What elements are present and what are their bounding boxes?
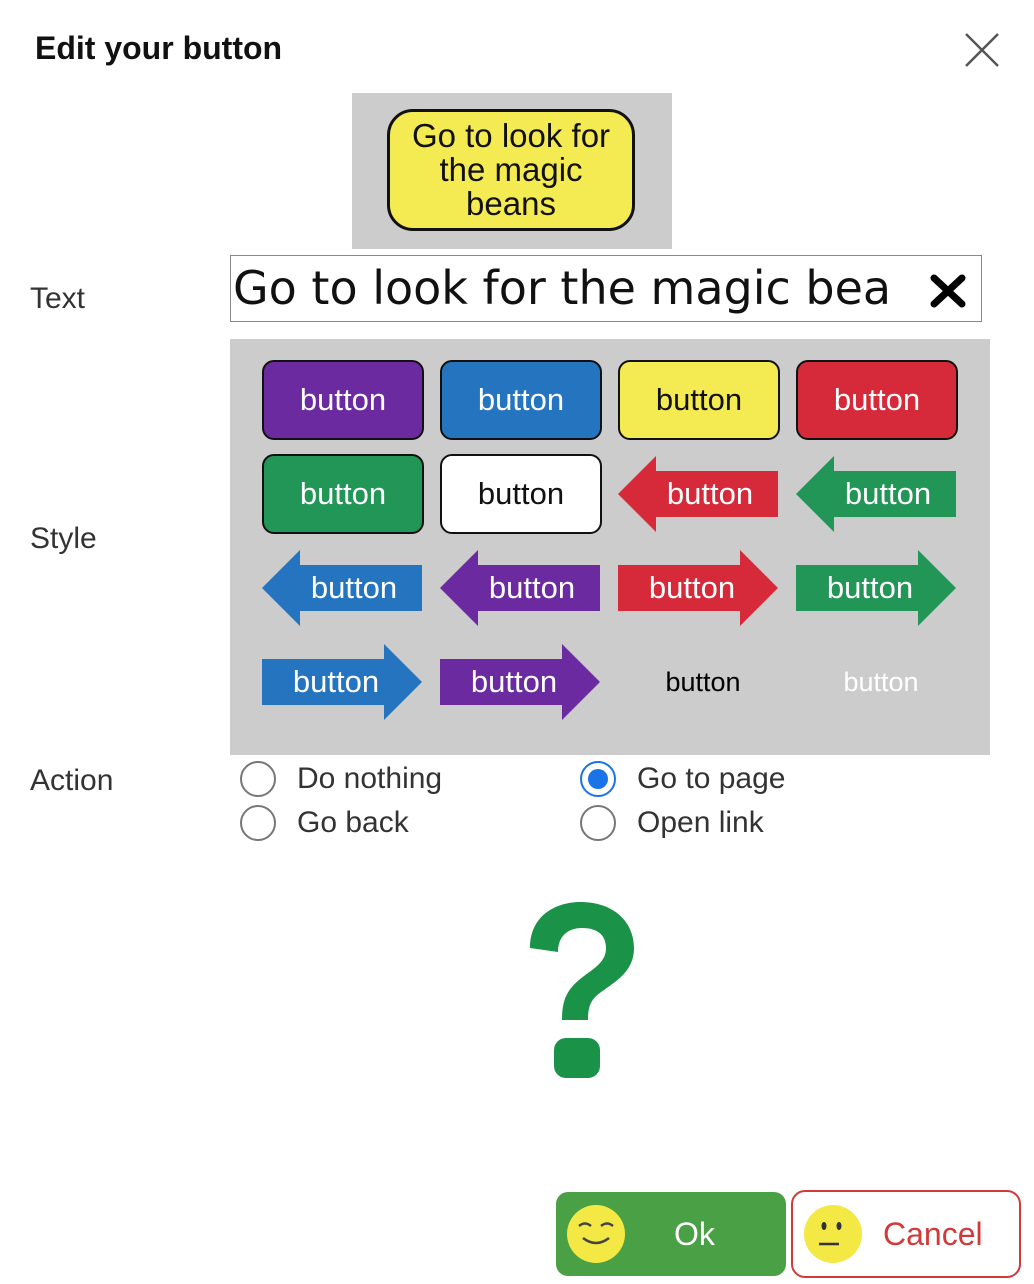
style-option-green-arrow-right[interactable]: button	[796, 548, 956, 628]
style-option-label: button	[648, 570, 736, 605]
button-preview-area: Go to look for the magic beans	[352, 93, 672, 249]
style-option-blue-arrow-right[interactable]: button	[262, 642, 422, 722]
ok-button-label: Ok	[674, 1216, 715, 1252]
style-option-yellow[interactable]: button	[618, 360, 780, 440]
action-label: Action	[30, 764, 114, 797]
radio-label-open-link[interactable]: Open link	[637, 806, 764, 839]
style-option-plain-black[interactable]: button	[623, 642, 783, 722]
style-option-label: button	[299, 476, 387, 511]
style-option-blue[interactable]: button	[440, 360, 602, 440]
neutral-face-icon	[804, 1205, 862, 1263]
radio-go-to-page[interactable]	[580, 761, 616, 797]
style-option-red[interactable]: button	[796, 360, 958, 440]
style-option-label: button	[843, 666, 919, 697]
radio-open-link[interactable]	[580, 805, 616, 841]
clear-text-icon[interactable]	[928, 270, 968, 310]
smiley-face-icon	[567, 1205, 625, 1263]
style-option-label: button	[665, 666, 741, 697]
style-option-purple-arrow-left[interactable]: button	[440, 548, 600, 628]
style-option-label: button	[844, 476, 932, 511]
style-option-label: button	[470, 664, 558, 699]
radio-do-nothing[interactable]	[240, 761, 276, 797]
cancel-button-label: Cancel	[883, 1216, 983, 1252]
style-option-green-arrow-left[interactable]: button	[796, 454, 956, 534]
style-option-red-arrow-left[interactable]: button	[618, 454, 778, 534]
text-label: Text	[30, 282, 86, 315]
style-option-label: button	[292, 664, 380, 699]
button-preview: Go to look for the magic beans	[387, 109, 635, 231]
style-option-label: button	[477, 476, 565, 511]
style-option-purple[interactable]: button	[262, 360, 424, 440]
style-option-label: button	[488, 570, 576, 605]
radio-go-back[interactable]	[240, 805, 276, 841]
radio-label-go-to-page[interactable]: Go to page	[637, 762, 786, 795]
radio-label-do-nothing[interactable]: Do nothing	[297, 762, 443, 795]
cancel-button[interactable]: Cancel	[791, 1190, 1021, 1278]
style-option-white[interactable]: button	[440, 454, 602, 534]
button-text-input[interactable]	[233, 256, 923, 320]
style-option-plain-white[interactable]: button	[801, 642, 961, 722]
style-option-label: button	[655, 382, 743, 417]
style-option-red-arrow-right[interactable]: button	[618, 548, 778, 628]
style-option-purple-arrow-right[interactable]: button	[440, 642, 600, 722]
style-option-label: button	[833, 382, 921, 417]
style-option-label: button	[310, 570, 398, 605]
close-icon[interactable]	[962, 30, 1002, 70]
style-picker: button button button button button butto…	[230, 339, 990, 755]
style-option-label: button	[299, 382, 387, 417]
question-mark-icon[interactable]	[508, 900, 648, 1090]
ok-button[interactable]: Ok	[556, 1192, 786, 1276]
style-option-green[interactable]: button	[262, 454, 424, 534]
style-option-label: button	[826, 570, 914, 605]
style-option-blue-arrow-left[interactable]: button	[262, 548, 422, 628]
style-option-label: button	[666, 476, 754, 511]
radio-label-go-back[interactable]: Go back	[297, 806, 409, 839]
style-label: Style	[30, 522, 97, 555]
text-field	[230, 255, 982, 322]
dialog-title: Edit your button	[35, 30, 283, 66]
style-option-label: button	[477, 382, 565, 417]
